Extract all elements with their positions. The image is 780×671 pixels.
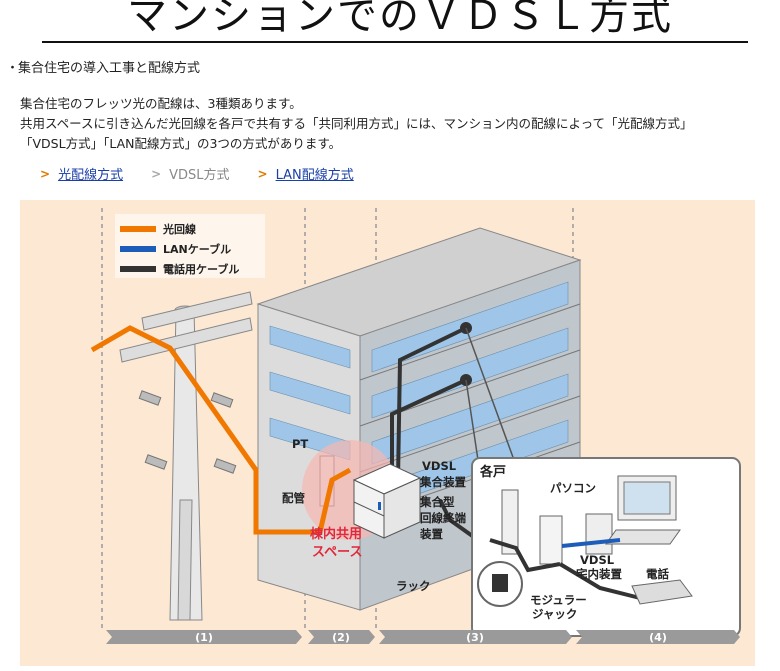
label-vdsl-2: 集合装置: [419, 475, 466, 489]
chevron-right-icon: >: [151, 166, 162, 181]
label-pc: パソコン: [550, 481, 596, 495]
label-haikan: 配管: [282, 491, 305, 505]
label-onu-2: 回線終端: [420, 511, 466, 525]
segment-bar: [106, 630, 740, 644]
household-detail: [471, 457, 741, 637]
title-underline: [42, 41, 748, 43]
page-title: マンションでのＶＤＳＬ方式: [127, 0, 673, 39]
intro-line-2: 共用スペースに引き込んだ光回線を各戸で共有する「共同利用方式」には、マンション内…: [20, 116, 693, 131]
chevron-right-icon: >: [40, 166, 51, 181]
label-onu-3: 装置: [419, 527, 443, 541]
label-pt: PT: [292, 437, 308, 451]
segment-label-1: (1): [195, 631, 213, 644]
vdsl-wiring-diagram: 光回線 LANケーブル 電話用ケーブル: [20, 200, 755, 666]
bullet-mark: ・: [6, 61, 20, 76]
label-vdsl-1: VDSL: [422, 459, 457, 473]
rack-equipment: [352, 463, 422, 539]
nav-link-lan[interactable]: LAN配線方式: [275, 168, 354, 183]
legend-swatch-phone: [120, 266, 156, 272]
segment-label-3: (3): [466, 631, 484, 644]
label-phone: 電話: [646, 567, 669, 581]
label-kakko: 各戸: [479, 464, 506, 480]
legend: 光回線 LANケーブル 電話用ケーブル: [115, 214, 265, 278]
intro-paragraph: 集合住宅のフレッツ光の配線は、3種類あります。 共用スペースに引き込んだ光回線を…: [20, 94, 693, 154]
utility-pole: [119, 291, 253, 621]
legend-swatch-lan: [120, 246, 156, 252]
label-rack: ラック: [396, 579, 431, 593]
legend-label-phone: 電話用ケーブル: [163, 262, 239, 276]
segment-label-2: (2): [332, 631, 350, 644]
legend-swatch-fiber: [120, 226, 156, 232]
label-onu-1: 集合型: [419, 495, 455, 509]
method-nav: > 光配線方式 > VDSL方式 > LAN配線方式: [40, 164, 382, 184]
fiber-cable: [90, 325, 352, 535]
nav-item-optical[interactable]: > 光配線方式: [40, 164, 124, 184]
label-modem-2: 宅内装置: [576, 567, 622, 581]
diagram-illustration: 光回線 LANケーブル 電話用ケーブル: [90, 208, 741, 644]
chevron-right-icon: >: [257, 166, 268, 181]
section-heading: ・集合住宅の導入工事と配線方式: [6, 57, 200, 76]
intro-line-1: 集合住宅のフレッツ光の配線は、3種類あります。: [20, 96, 302, 111]
label-common-space-2: スペース: [312, 545, 362, 560]
section-heading-text: 集合住宅の導入工事と配線方式: [18, 61, 201, 76]
legend-label-lan: LANケーブル: [163, 242, 231, 256]
nav-current-vdsl: VDSL方式: [169, 168, 230, 183]
nav-item-lan[interactable]: > LAN配線方式: [257, 164, 354, 184]
label-jack-1: モジュラー: [530, 593, 587, 607]
nav-link-optical[interactable]: 光配線方式: [58, 168, 124, 183]
label-modem-1: VDSL: [580, 553, 615, 567]
nav-item-vdsl: > VDSL方式: [151, 164, 230, 184]
legend-label-fiber: 光回線: [162, 222, 196, 236]
label-common-space-1: 棟内共用: [310, 526, 362, 542]
label-jack-2: ジャック: [532, 607, 577, 621]
segment-label-4: (4): [649, 631, 667, 644]
intro-line-3: 「VDSL方式」「LAN配線方式」の3つの方式があります。: [20, 136, 342, 151]
